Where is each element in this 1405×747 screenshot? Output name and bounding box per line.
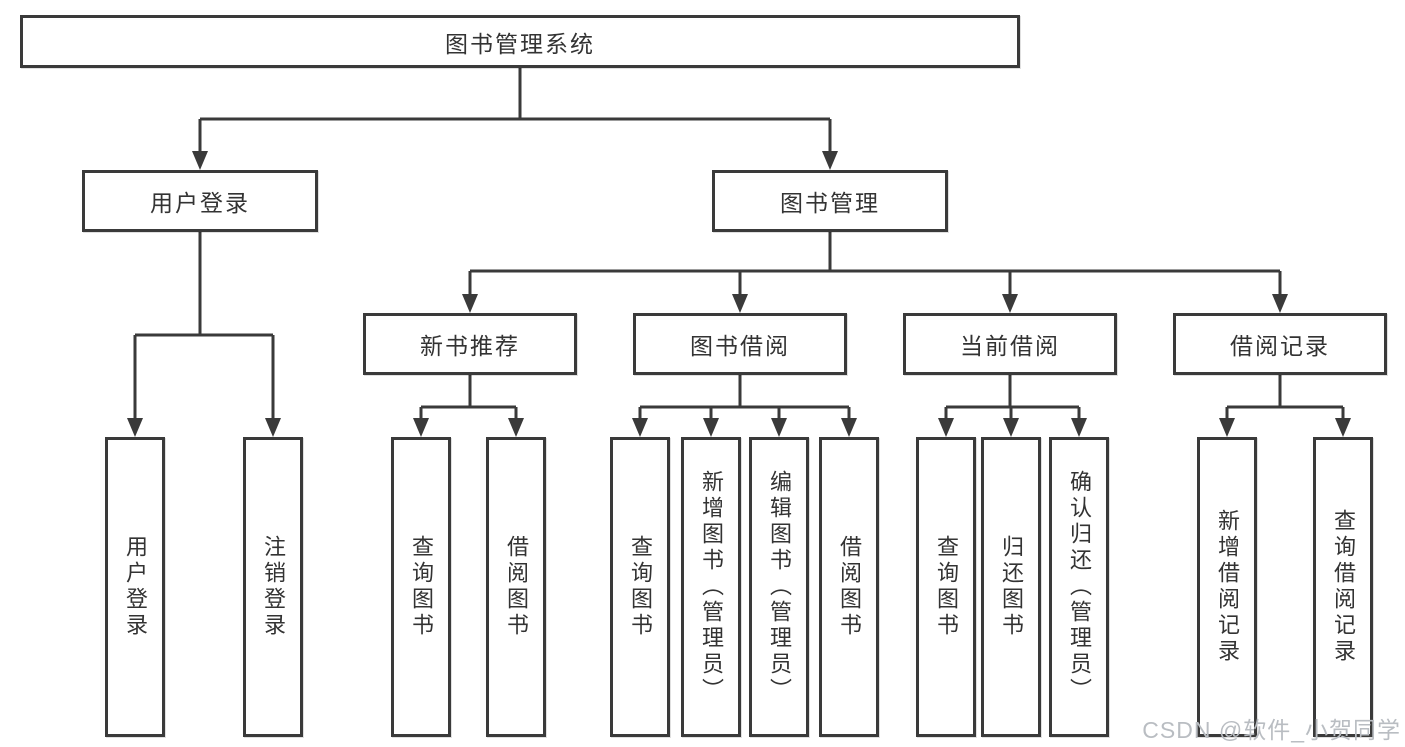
leaf-user-login: 用户登录 — [105, 437, 165, 737]
node-library-system: 图书管理系统 — [20, 15, 1020, 68]
node-book-borrowing: 图书借阅 — [633, 313, 847, 375]
leaf-label: 归还图书 — [999, 535, 1024, 639]
leaf-add-borrow-record: 新增借阅记录 — [1197, 437, 1257, 737]
leaf-label: 查询图书 — [409, 535, 434, 639]
leaf-confirm-return-admin: 确认归还（管理员） — [1049, 437, 1109, 737]
leaf-borrow-books: 借阅图书 — [819, 437, 879, 737]
leaf-borrow-books-recommend: 借阅图书 — [486, 437, 546, 737]
node-current-borrowing: 当前借阅 — [903, 313, 1117, 375]
leaf-query-books-borrow: 查询图书 — [610, 437, 670, 737]
leaf-edit-books-admin: 编辑图书（管理员） — [749, 437, 809, 737]
leaf-query-books-recommend: 查询图书 — [391, 437, 451, 737]
leaf-label: 查询图书 — [934, 535, 959, 639]
leaf-label: 确认归还（管理员） — [1067, 470, 1092, 704]
node-label: 图书管理系统 — [445, 30, 595, 57]
edge-current-to-leaves — [938, 375, 1087, 437]
edge-borrow-to-leaves — [632, 375, 857, 437]
leaf-query-books-current: 查询图书 — [916, 437, 976, 737]
leaf-label: 新增图书（管理员） — [699, 470, 724, 704]
edge-userlogin-to-leaves — [127, 232, 281, 437]
node-book-management: 图书管理 — [712, 170, 948, 232]
node-user-login: 用户登录 — [82, 170, 318, 232]
leaf-label: 借阅图书 — [504, 535, 529, 639]
leaf-label: 注销登录 — [261, 535, 286, 639]
leaf-logout: 注销登录 — [243, 437, 303, 737]
leaf-label: 查询图书 — [628, 535, 653, 639]
leaf-label: 用户登录 — [123, 535, 148, 639]
csdn-watermark: CSDN @软件_小贺同学 — [1142, 717, 1401, 743]
leaf-label: 编辑图书（管理员） — [767, 470, 792, 704]
node-label: 图书借阅 — [690, 333, 790, 359]
leaf-label: 借阅图书 — [837, 535, 862, 639]
leaf-add-books-admin: 新增图书（管理员） — [681, 437, 741, 737]
edge-root-to-level2 — [192, 68, 838, 170]
node-new-book-recommend: 新书推荐 — [363, 313, 577, 375]
leaf-query-borrow-record: 查询借阅记录 — [1313, 437, 1373, 737]
edge-records-to-leaves — [1219, 375, 1351, 437]
edge-newbook-to-leaves — [413, 375, 524, 437]
leaf-label: 新增借阅记录 — [1215, 509, 1240, 665]
edge-bookmgmt-to-level3 — [462, 232, 1288, 313]
node-label: 用户登录 — [150, 190, 250, 216]
node-borrowing-records: 借阅记录 — [1173, 313, 1387, 375]
leaf-return-books: 归还图书 — [981, 437, 1041, 737]
node-label: 新书推荐 — [420, 333, 520, 359]
node-label: 当前借阅 — [960, 333, 1060, 359]
node-label: 图书管理 — [780, 190, 880, 216]
node-label: 借阅记录 — [1230, 333, 1330, 359]
leaf-label: 查询借阅记录 — [1331, 509, 1356, 665]
